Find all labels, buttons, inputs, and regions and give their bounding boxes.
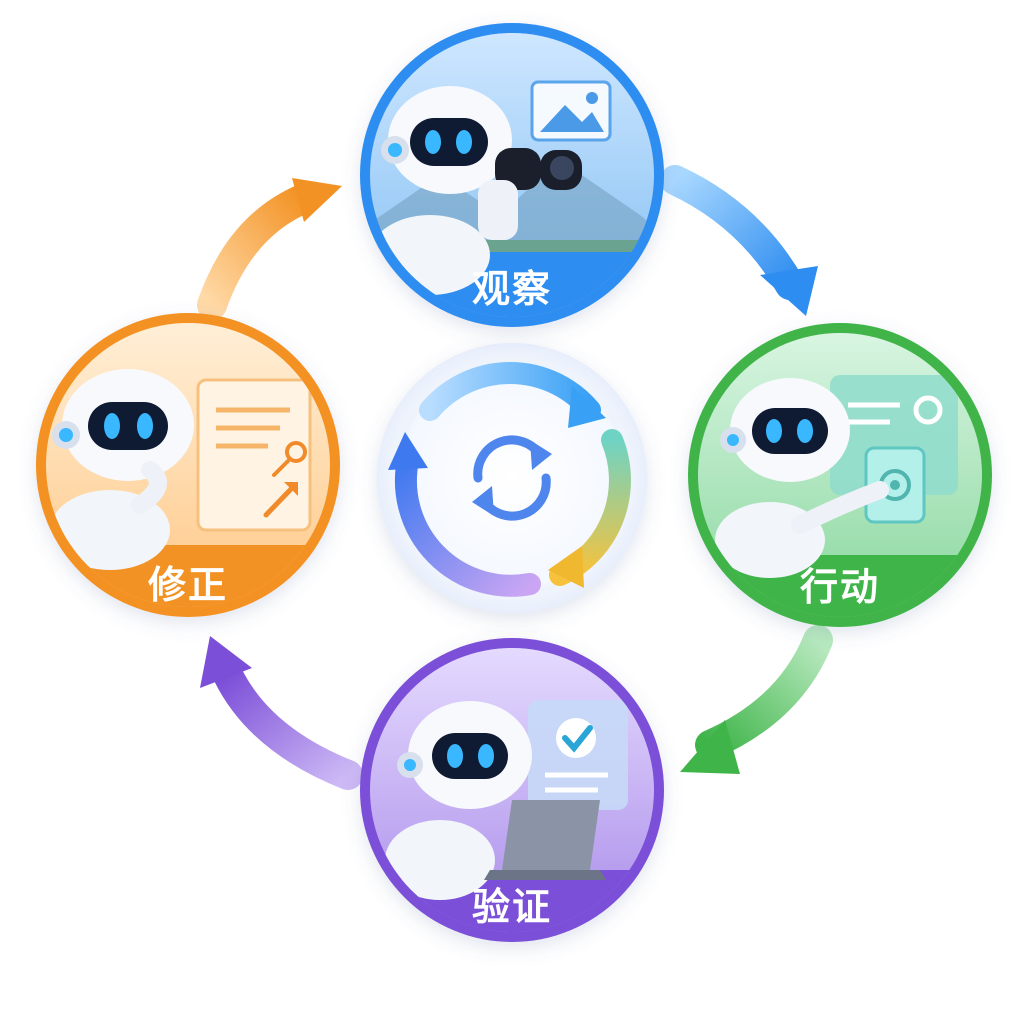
checkmark-icon bbox=[528, 700, 628, 810]
stage-act-label: 行动 bbox=[800, 565, 880, 609]
gear-icon bbox=[830, 375, 958, 495]
touch-screen-icon bbox=[864, 446, 926, 524]
robot-act bbox=[715, 378, 889, 578]
robot-verify bbox=[385, 701, 532, 900]
document-edit-icon bbox=[196, 378, 312, 532]
laptop-icon bbox=[484, 800, 606, 880]
robot-correct bbox=[50, 369, 194, 570]
refresh-cycle-icon bbox=[472, 435, 552, 521]
binoculars-icon bbox=[478, 148, 582, 240]
stage-observe-label: 观察 bbox=[472, 267, 552, 311]
image-icon bbox=[530, 80, 612, 142]
center-cycle bbox=[377, 343, 647, 613]
stage-observe: 观察 bbox=[360, 23, 664, 327]
stage-correct-label: 修正 bbox=[148, 563, 228, 607]
stage-verify: 验证 bbox=[360, 638, 664, 942]
robot-observe bbox=[370, 86, 512, 295]
arrow-observe-to-act bbox=[660, 165, 818, 316]
stage-act: 行动 bbox=[688, 323, 992, 627]
stage-verify-label: 验证 bbox=[472, 885, 552, 929]
arrow-act-to-verify bbox=[680, 625, 833, 774]
stage-correct: 修正 bbox=[36, 313, 340, 617]
arrow-correct-to-observe bbox=[197, 178, 342, 320]
arrow-verify-to-correct bbox=[200, 636, 363, 790]
key-icon bbox=[272, 441, 307, 477]
